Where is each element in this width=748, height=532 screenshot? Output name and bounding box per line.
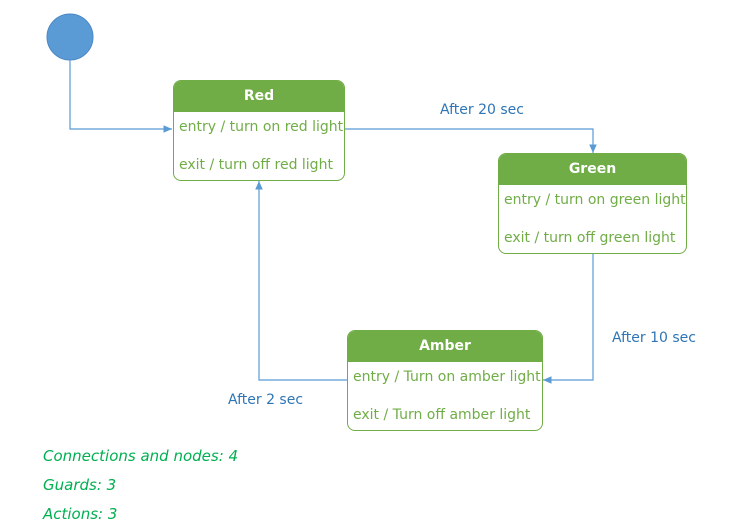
edge-red-to-green (345, 128, 597, 153)
diagram-metrics: Connections and nodes: 4 Guards: 3 Actio… (43, 445, 443, 532)
edge-green-to-amber (543, 254, 594, 384)
edge-amber-to-red (255, 181, 347, 381)
state-machine-diagram: Red entry / turn on red light exit / tur… (46, 13, 696, 431)
state-green-entry-action: entry / turn on green light (504, 192, 686, 208)
state-amber-title: Amber (348, 331, 542, 362)
metric-guards: Guards: 3 (43, 476, 117, 494)
transition-label-red-to-green: After 20 sec (440, 102, 524, 118)
transition-label-amber-to-red: After 2 sec (228, 392, 304, 408)
state-red-entry-action: entry / turn on red light (179, 119, 344, 135)
metric-connections-nodes: Connections and nodes: 4 (43, 447, 239, 465)
state-amber-exit-action: exit / Turn off amber light (353, 407, 531, 423)
state-red-title: Red (174, 81, 344, 112)
state-amber[interactable]: Amber entry / Turn on amber light exit /… (347, 330, 543, 431)
state-red-exit-action: exit / turn off red light (179, 157, 333, 173)
state-red[interactable]: Red entry / turn on red light exit / tur… (173, 80, 345, 181)
state-green[interactable]: Green entry / turn on green light exit /… (498, 153, 687, 254)
initial-state-node[interactable] (46, 13, 94, 61)
edge-initial-to-red (69, 60, 172, 133)
state-green-title: Green (499, 154, 686, 185)
transition-label-green-to-amber: After 10 sec (612, 330, 696, 346)
state-amber-entry-action: entry / Turn on amber light (353, 369, 541, 385)
state-green-exit-action: exit / turn off green light (504, 230, 676, 246)
metric-actions: Actions: 3 (43, 505, 118, 523)
transition-edges (46, 13, 597, 384)
